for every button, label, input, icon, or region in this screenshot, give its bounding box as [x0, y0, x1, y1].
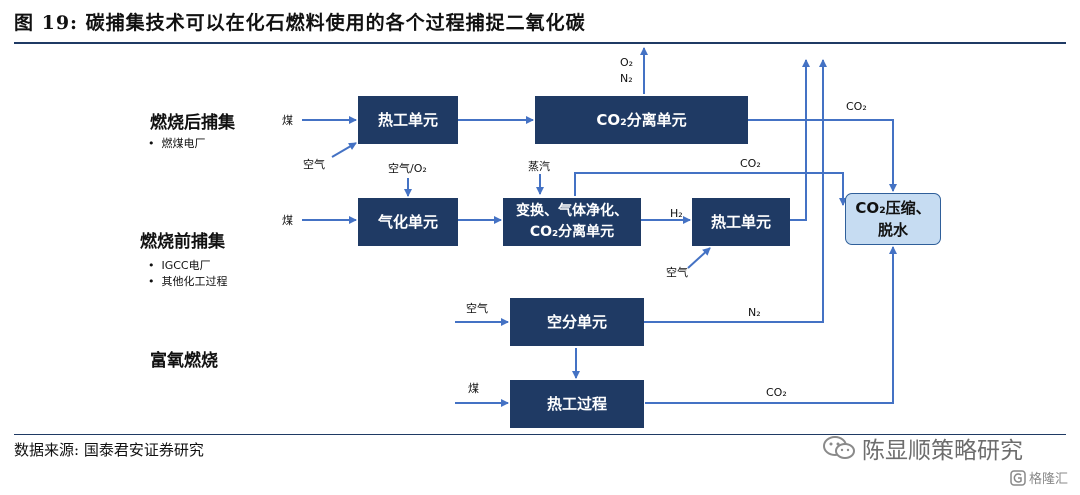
bullet-text: 其他化工过程: [161, 275, 228, 288]
brand-logo-icon: [1010, 469, 1026, 486]
co2-compression-box: CO₂压缩、 脱水: [845, 193, 941, 245]
label-co2-1: CO₂: [846, 100, 867, 113]
label-steam: 蒸汽: [528, 160, 550, 173]
category-pre-combustion-title: 燃烧前捕集: [140, 232, 225, 252]
label-n2-top: N₂: [620, 72, 633, 85]
wechat-icon: [823, 436, 855, 459]
arrow-thermal2-up: [790, 59, 810, 221]
watermark-text: 陈显顺策略研究: [862, 438, 1023, 464]
thermal-unit-1-box: 热工单元: [358, 96, 458, 144]
arrow-air-to-thermal-2: [687, 247, 711, 269]
brand-watermark: 格隆汇: [1010, 468, 1068, 487]
figure-title: 图 19: 碳捕集技术可以在化石燃料使用的各个过程捕捉二氧化碳: [14, 12, 586, 34]
gasification-unit-box: 气化单元: [358, 198, 458, 246]
category-post-combustion-item: • 燃煤电厂: [148, 137, 206, 150]
thermal-process-box: 热工过程: [510, 380, 644, 428]
category-pre-combustion-item: • IGCC电厂: [148, 259, 211, 272]
label-n2-mid: N₂: [748, 306, 761, 319]
label-h2: H₂: [670, 207, 683, 220]
co2-separation-unit-box: CO₂分离单元: [535, 96, 748, 144]
label-coal-3: 煤: [468, 382, 479, 395]
category-oxy-fuel-title: 富氧燃烧: [150, 351, 218, 371]
bullet-text: IGCC电厂: [161, 259, 211, 272]
title-divider: [14, 42, 1066, 44]
arrow-n2-up: [644, 59, 827, 323]
shift-purification-box: 变换、气体净化、 CO₂分离单元: [503, 198, 641, 246]
label-air-o2: 空气/O₂: [388, 162, 427, 175]
arrow-air-to-thermal-1: [331, 142, 357, 158]
label-o2: O₂: [620, 56, 634, 69]
label-air-3: 空气: [466, 302, 488, 315]
arrow-shift-co2-to-compression: [574, 172, 847, 206]
footer-divider: [14, 434, 1066, 435]
label-co2-2: CO₂: [740, 157, 761, 170]
label-co2-3: CO₂: [766, 386, 787, 399]
label-air-2: 空气: [666, 266, 688, 279]
bullet-text: 燃煤电厂: [161, 137, 206, 150]
brand-text: 格隆汇: [1029, 472, 1069, 487]
arrow-co2-to-compression-1: [748, 119, 897, 192]
label-coal-1: 煤: [282, 114, 293, 127]
watermark: 陈显顺策略研究: [822, 432, 1023, 464]
arrow-co2-to-compression-3: [645, 246, 897, 404]
category-post-combustion-title: 燃烧后捕集: [150, 113, 235, 133]
category-pre-combustion-item: • 其他化工过程: [148, 275, 228, 288]
air-separation-unit-box: 空分单元: [510, 298, 644, 346]
label-air-1: 空气: [303, 158, 325, 171]
thermal-unit-2-box: 热工单元: [692, 198, 790, 246]
data-source: 数据来源: 国泰君安证券研究: [14, 441, 204, 459]
label-coal-2: 煤: [282, 214, 293, 227]
